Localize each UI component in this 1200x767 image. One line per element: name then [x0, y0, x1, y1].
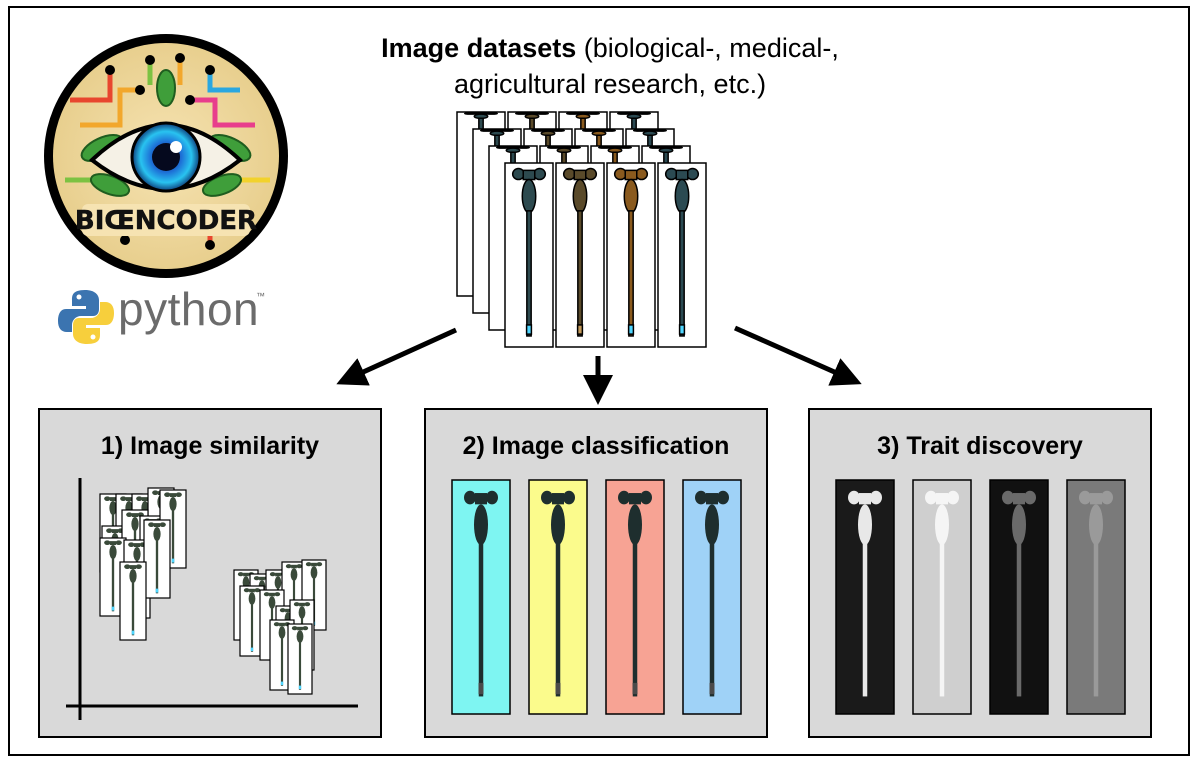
class-specimen [695, 490, 729, 697]
damselfly-head [495, 145, 531, 170]
trait-specimen [848, 490, 882, 697]
panel-title-trait: 3) Trait discovery [877, 432, 1083, 460]
title-rest: (biological-, medical-, [576, 33, 839, 63]
title-bold: Image datasets [381, 33, 577, 63]
damselfly-head [546, 145, 582, 170]
dataset-image-stack [456, 111, 707, 348]
trait-specimen [1002, 490, 1036, 697]
similarity-specimen [164, 492, 182, 564]
arrow-left-down-icon [336, 327, 458, 386]
classification-strips [451, 479, 742, 715]
damselfly-head [479, 128, 515, 153]
trait-specimen [1079, 490, 1113, 697]
class-specimen [618, 490, 652, 697]
panel-image-similarity: 1) Image similarity [38, 408, 382, 738]
similarity-specimen [104, 540, 122, 612]
title-line2: agricultural research, etc.) [453, 69, 767, 99]
damselfly-head [616, 111, 652, 136]
similarity-scatter [66, 478, 358, 720]
damselfly-specimen [511, 167, 547, 337]
python-logo-icon [58, 290, 114, 344]
damselfly-head [565, 111, 601, 136]
damselfly-specimen [613, 167, 649, 337]
dataset-title: Image datasets (biological-, medical-, a… [330, 30, 890, 102]
damselfly-specimen [664, 167, 700, 337]
trait-specimen [925, 490, 959, 697]
damselfly-specimen [562, 167, 598, 337]
damselfly-head [530, 128, 566, 153]
class-specimen [541, 490, 575, 697]
panel-image-classification: 2) Image classification [424, 408, 768, 738]
bioencoder-logo-icon: BIŒNCODER [44, 34, 288, 278]
panel-trait-discovery: 3) Trait discovery [808, 408, 1152, 738]
trait-strips [835, 479, 1126, 715]
arrow-right-down-icon [733, 325, 862, 386]
similarity-specimen [291, 626, 309, 690]
class-specimen [464, 490, 498, 697]
python-wordmark: python [118, 283, 260, 335]
panel-title-classification: 2) Image classification [462, 432, 730, 460]
similarity-specimen [124, 564, 142, 636]
panel-title-similarity: 1) Image similarity [100, 432, 320, 460]
logo-text: BIŒNCODER [75, 206, 257, 236]
damselfly-head [597, 145, 633, 170]
similarity-specimen [148, 522, 166, 594]
python-trademark: ™ [256, 291, 265, 301]
damselfly-head [514, 111, 550, 136]
similarity-specimen [243, 588, 261, 652]
